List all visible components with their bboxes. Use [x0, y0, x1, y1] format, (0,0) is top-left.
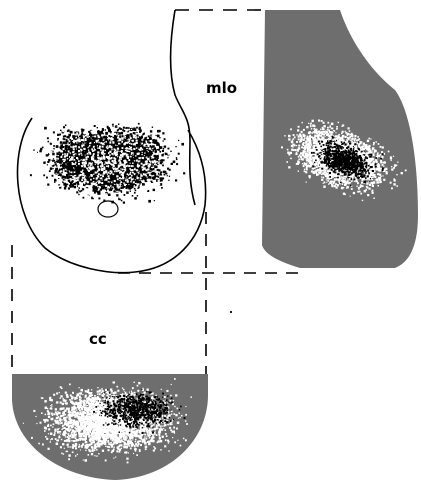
cc-lower-view: cc	[12, 330, 208, 480]
mlo-view: mlo	[170, 10, 418, 268]
mlo-label: mlo	[206, 79, 237, 97]
cc-label: cc	[89, 330, 107, 348]
cc-upper-dense-mass	[25, 110, 187, 205]
projection-lines	[12, 212, 300, 374]
cc-upper-view	[17, 110, 205, 273]
cc-upper-mass-marker	[98, 201, 118, 217]
stray-dot	[230, 311, 232, 313]
mlo-chest-wall-outline	[170, 10, 195, 205]
